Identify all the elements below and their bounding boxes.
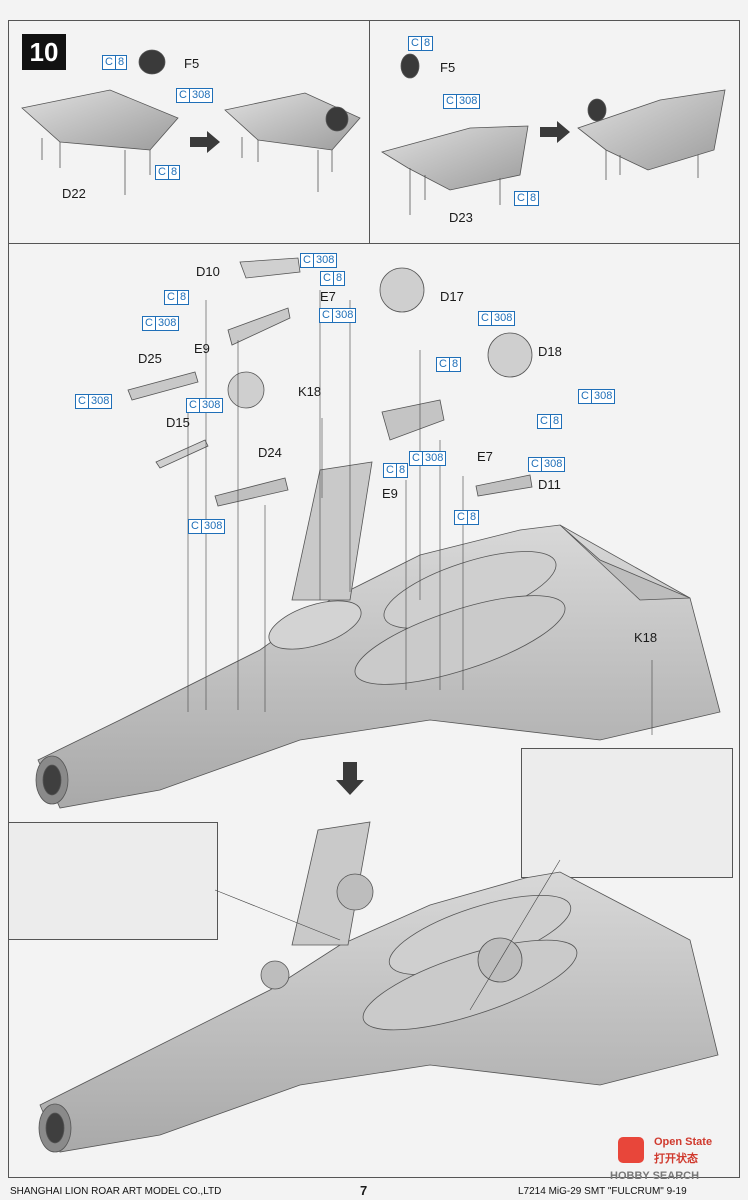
footer-product: L7214 MiG-29 SMT "FULCRUM" 9-19	[518, 1186, 687, 1197]
d22-part-after	[224, 92, 361, 192]
part-label-d24: D24	[258, 445, 282, 460]
arrow-right-2	[540, 121, 570, 143]
part-label-e9: E9	[194, 341, 210, 356]
leader-lines	[187, 290, 653, 1011]
part-label-d17: D17	[440, 289, 464, 304]
part-label-e7: E7	[477, 449, 493, 464]
page-number: 7	[360, 1183, 368, 1198]
open-state-label: Open State	[654, 1136, 713, 1148]
part-label-e7: E7	[320, 289, 336, 304]
part-label-d22: D22	[62, 186, 86, 201]
step-number-badge: 10	[22, 34, 66, 70]
open-state-icon	[618, 1137, 644, 1163]
part-label-d11: D11	[538, 477, 561, 492]
part-label-d18: D18	[538, 344, 562, 359]
d23-part-after	[577, 89, 726, 180]
aircraft-lower	[38, 821, 719, 1153]
aircraft-upper	[35, 461, 721, 809]
part-label-k18: K18	[298, 384, 322, 399]
part-label-f5: F5	[440, 60, 456, 75]
part-label-d25: D25	[138, 351, 162, 366]
part-label-d15: D15	[166, 415, 190, 430]
part-label-d23: D23	[449, 210, 473, 225]
arrow-down	[336, 762, 364, 795]
part-label-f5: F5	[184, 56, 200, 71]
footer-company: SHANGHAI LION ROAR ART MODEL CO.,LTD	[10, 1186, 222, 1197]
d22-part-before	[21, 49, 179, 195]
main-panel	[8, 243, 740, 1178]
part-label-k18: K18	[634, 630, 658, 645]
inset-right-panel	[521, 748, 733, 878]
open-state-label-cn: 打开状态	[654, 1152, 698, 1165]
small-parts	[127, 257, 533, 507]
inset-left-panel	[8, 822, 218, 940]
d23-part-before	[381, 53, 529, 215]
part-label-d10: D10	[196, 264, 220, 279]
arrow-right-1	[190, 131, 220, 153]
watermark: HOBBY SEARCH	[610, 1170, 700, 1182]
part-label-e9: E9	[382, 486, 398, 501]
